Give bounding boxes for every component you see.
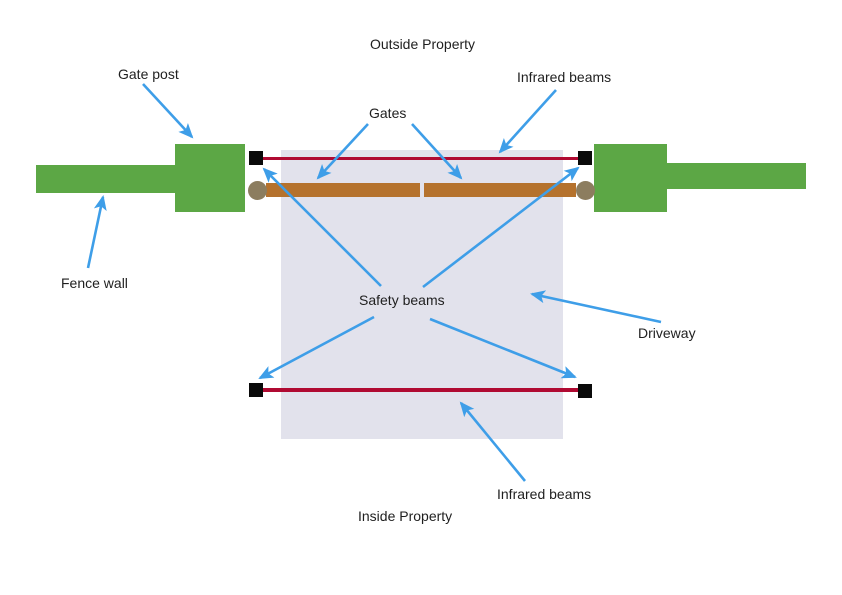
inside-property-label: Inside Property xyxy=(358,508,453,524)
beam-sensor-top-right xyxy=(578,151,592,165)
beam-sensor-bottom-right xyxy=(578,384,592,398)
fence-wall-left xyxy=(36,165,175,193)
gate-leaf-right xyxy=(424,183,576,197)
outside-property-label: Outside Property xyxy=(370,36,476,52)
infrared-beam-top xyxy=(256,157,585,160)
gate-hinge-left xyxy=(248,181,267,200)
gate-post-arrow xyxy=(142,83,194,139)
infrared-beam-bottom xyxy=(258,388,585,392)
gate-post-left xyxy=(175,144,245,212)
safety-beams-label: Safety beams xyxy=(359,292,445,308)
infrared-beams-bottom-label: Infrared beams xyxy=(497,486,592,502)
beam-sensor-top-left xyxy=(249,151,263,165)
driveway-label: Driveway xyxy=(638,325,696,341)
fence-wall-right xyxy=(667,163,806,189)
gates-label: Gates xyxy=(369,105,407,121)
infrared-beams-top-label: Infrared beams xyxy=(517,69,612,85)
gate-leaf-left xyxy=(266,183,420,197)
fence-wall-label: Fence wall xyxy=(61,275,128,291)
infrared-top-arrow xyxy=(498,89,557,154)
gate-post-right xyxy=(594,144,667,212)
fence-wall-arrow xyxy=(86,195,107,269)
beam-sensor-bottom-left xyxy=(249,383,263,397)
gate-post-label: Gate post xyxy=(118,66,179,82)
gate-hinge-right xyxy=(576,181,595,200)
